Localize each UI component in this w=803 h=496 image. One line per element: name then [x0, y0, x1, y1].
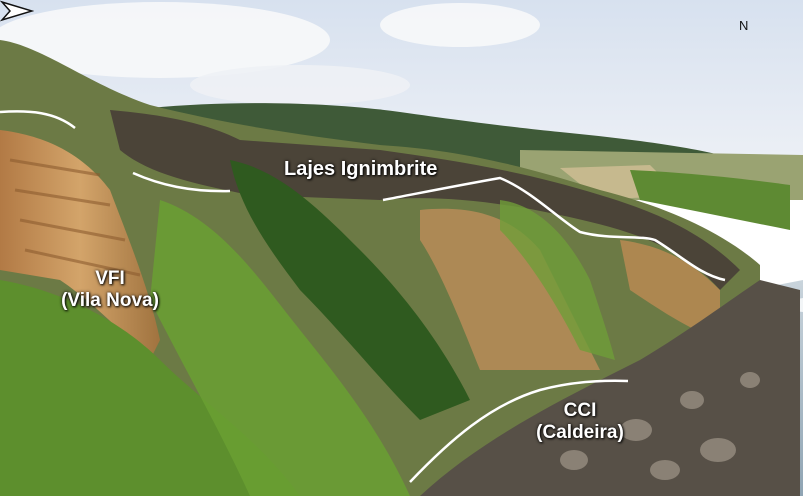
vfi-tuff: [0, 130, 160, 360]
cloud: [190, 65, 410, 105]
green-slope-middle: [150, 200, 410, 496]
contact-line-vfi-top: [0, 110, 76, 129]
north-letter: N: [739, 18, 749, 33]
green-patch: [630, 170, 790, 230]
green-patch: [500, 200, 615, 360]
central-tuff: [420, 208, 600, 370]
dark-vegetation: [230, 160, 470, 420]
contact-line-cci-top: [409, 379, 629, 483]
tuff-strata: [9, 158, 141, 277]
cloud: [380, 3, 540, 47]
cci-label: CCI (Caldeira): [520, 400, 640, 444]
lajes-ignimbrite-text: Lajes Ignimbrite: [284, 158, 438, 180]
cloud: [0, 2, 330, 78]
contact-line-lajes-left: [132, 171, 231, 193]
lajes-ignimbrite-label: Lajes Ignimbrite: [284, 158, 437, 180]
north-arrow-icon: [0, 0, 34, 22]
boulders: [560, 372, 760, 480]
cci-label-line2: (Caldeira): [536, 422, 624, 443]
vfi-label-line1: VFI: [95, 268, 125, 289]
ignimbrite-layer: [110, 110, 740, 290]
cci-label-line1: CCI: [563, 400, 597, 421]
contact-line-lajes-base: [382, 176, 726, 282]
right-tuff: [620, 240, 720, 340]
vfi-label-line2: (Vila Nova): [61, 290, 159, 311]
vfi-label: VFI (Vila Nova): [50, 268, 170, 312]
